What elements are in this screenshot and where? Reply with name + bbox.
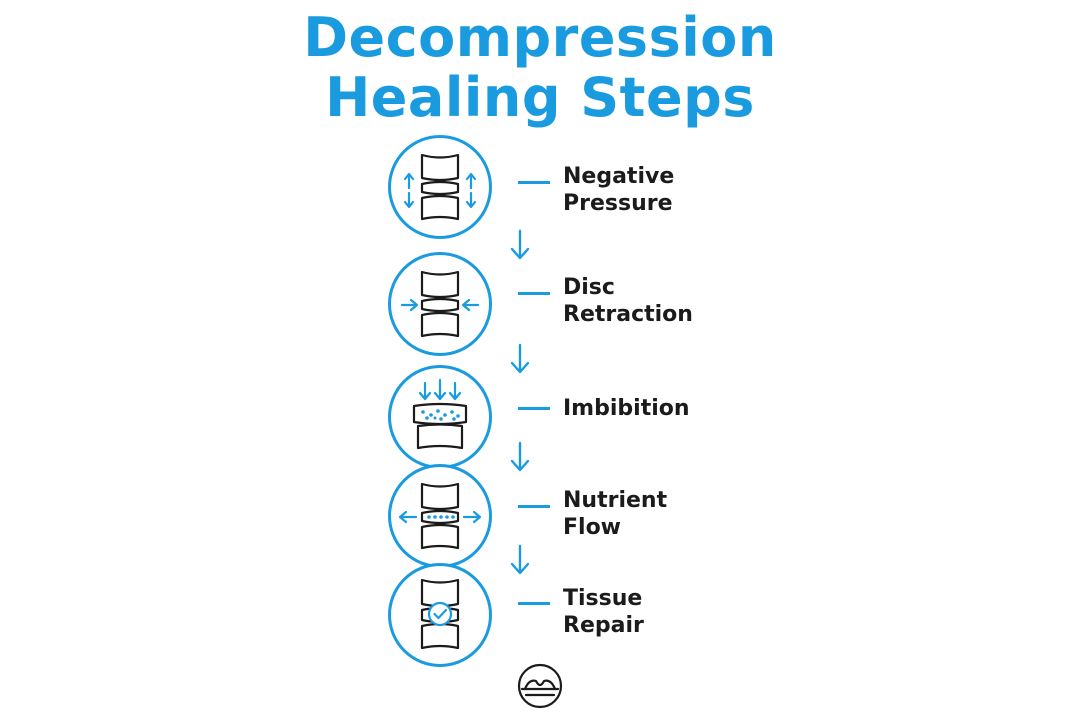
- title-line-2: Healing Steps: [325, 66, 755, 129]
- connector-dash: [518, 602, 550, 605]
- title-line-1: Decompression: [303, 6, 777, 69]
- step-label: Disc Retraction: [563, 274, 693, 328]
- connector-dash: [518, 181, 550, 184]
- down-arrow-icon: [510, 343, 530, 374]
- vertebra-nutrient-flow-icon: [388, 464, 492, 568]
- step-label: Negative Pressure: [563, 163, 674, 217]
- step-label-line-1: Disc: [563, 275, 615, 300]
- vertebra-check-icon: [388, 563, 492, 667]
- vertebra-fluid-intake-icon: [388, 365, 492, 469]
- vertebra-expand-arrows-icon: [388, 135, 492, 239]
- connector-dash: [518, 505, 550, 508]
- step-label-line-1: Negative: [563, 164, 675, 189]
- down-arrow-icon: [510, 441, 530, 472]
- step-label-line-1: Tissue: [563, 586, 643, 611]
- step-label-line-2: Pressure: [563, 191, 673, 216]
- step-label: Imbibition: [563, 395, 690, 422]
- step-label: Tissue Repair: [563, 585, 644, 639]
- step-label-line-2: Flow: [563, 515, 622, 540]
- down-arrow-icon: [510, 229, 530, 260]
- connector-dash: [518, 292, 550, 295]
- spine-logo-icon: [517, 663, 563, 709]
- page-title: Decompression Healing Steps: [0, 8, 1080, 128]
- step-label-line-2: Retraction: [563, 302, 693, 327]
- connector-dash: [518, 407, 550, 410]
- step-label: Nutrient Flow: [563, 487, 667, 541]
- step-label-line-1: Nutrient: [563, 488, 668, 513]
- down-arrow-icon: [510, 544, 530, 575]
- step-label-line-1: Imbibition: [563, 396, 690, 421]
- step-label-line-2: Repair: [563, 613, 644, 638]
- vertebra-inward-arrows-icon: [388, 252, 492, 356]
